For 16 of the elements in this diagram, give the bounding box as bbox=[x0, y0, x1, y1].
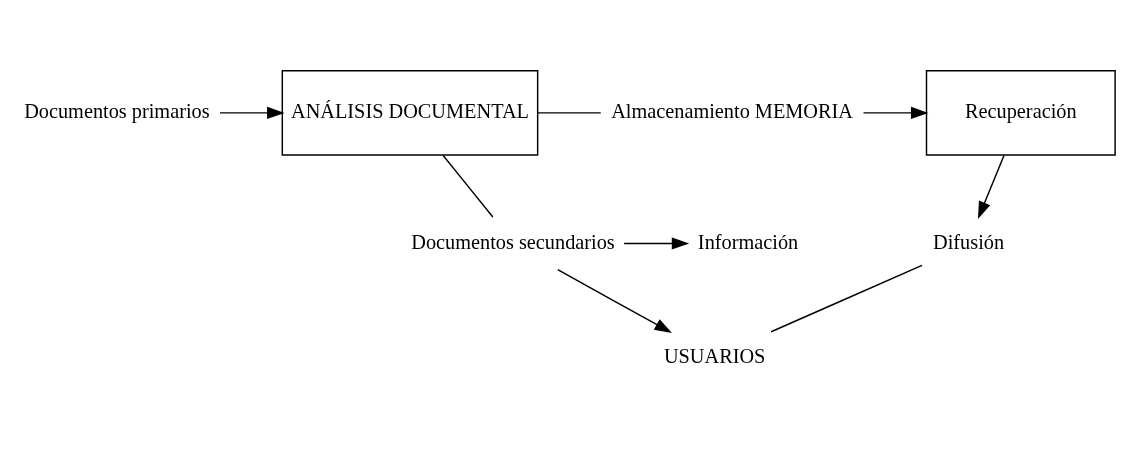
node-text: Información bbox=[697, 230, 799, 253]
node-text: USUARIOS bbox=[663, 344, 766, 367]
node-box: ANÁLISIS DOCUMENTAL bbox=[281, 69, 539, 156]
arrow bbox=[862, 106, 929, 119]
connector bbox=[536, 111, 602, 114]
node-text: Difusión bbox=[933, 230, 1005, 253]
arrow bbox=[623, 236, 690, 250]
node-box: Recuperación bbox=[925, 69, 1116, 156]
connector bbox=[442, 154, 494, 218]
arrow bbox=[978, 154, 1005, 219]
node-text: Documentos primarios bbox=[24, 99, 210, 122]
connector bbox=[770, 264, 923, 332]
arrow bbox=[219, 106, 285, 119]
node-text: Almacenamiento MEMORIA bbox=[611, 99, 853, 122]
node-text: Documentos secundarios bbox=[411, 230, 615, 253]
arrow bbox=[557, 268, 672, 333]
